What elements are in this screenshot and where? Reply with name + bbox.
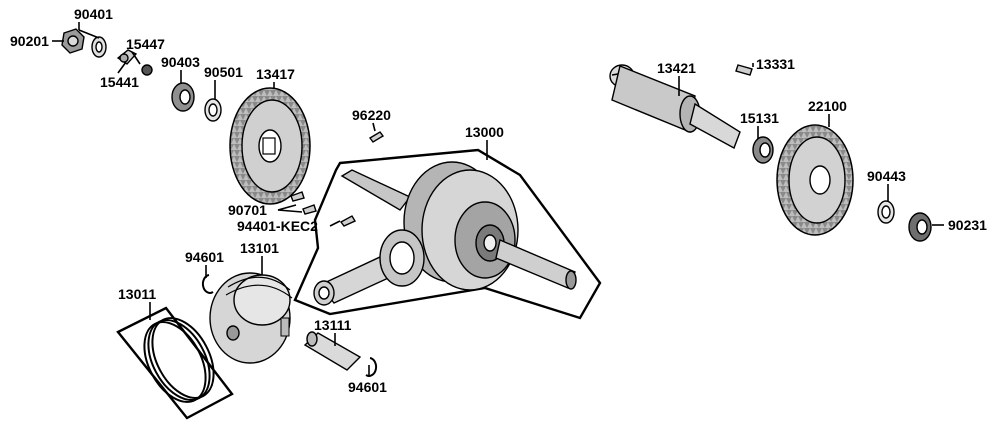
label-13000: 13000 [465,124,504,140]
crankshaft-13000 [293,148,602,320]
circlip-94601-bottom [365,357,378,377]
piston-13101 [209,272,293,364]
piston-pin-13111 [303,331,362,371]
label-94401-kec2: 94401-KEC2 [237,218,318,234]
label-94601-top: 94601 [185,249,224,265]
label-15441: 15441 [100,74,139,90]
label-90701: 90701 [228,202,267,218]
key-96220 [368,131,385,143]
nut-90231 [908,212,932,242]
balancer-shaft-13421 [609,64,741,150]
label-90443: 90443 [867,168,906,184]
label-90403: 90403 [161,54,200,70]
circlip-94601-top [201,274,214,294]
nut-90201 [61,28,85,54]
key-94401-kec2 [339,215,357,227]
label-13331: 13331 [756,56,795,72]
label-96220: 96220 [352,107,391,123]
label-90231: 90231 [948,217,987,233]
leader-lines [52,22,944,377]
pins-90701 [290,191,317,215]
label-90201: 90201 [10,33,49,49]
bolt-15441 [116,49,138,65]
label-15447: 15447 [126,36,165,52]
nut-15447 [141,64,153,76]
label-90501: 90501 [204,64,243,80]
gear-22100 [776,124,854,236]
label-13417: 13417 [256,66,295,82]
label-13421: 13421 [657,60,696,76]
label-94601-bottom: 94601 [348,379,387,395]
gear-13417 [229,87,311,205]
label-90401: 90401 [74,6,113,22]
label-15131: 15131 [740,110,779,126]
bearing-15131 [752,136,774,164]
bearing-90403 [171,82,195,112]
washer-90443 [877,200,895,224]
label-13011: 13011 [118,286,156,302]
label-22100: 22100 [808,98,847,114]
washer-90501 [204,98,222,122]
washer-90401 [91,36,107,58]
label-13101: 13101 [240,240,279,256]
key-13331 [735,64,753,76]
label-13111: 13111 [314,317,352,333]
